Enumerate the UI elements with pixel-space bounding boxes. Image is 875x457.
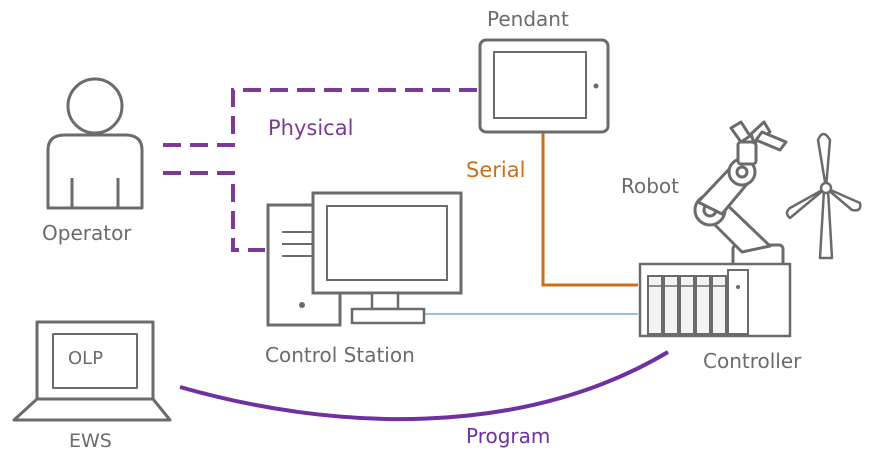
serial-label: Serial — [466, 158, 526, 182]
ews-label: EWS — [69, 430, 112, 452]
pendant-icon — [478, 38, 610, 134]
olp-label: OLP — [68, 348, 104, 369]
program-link — [179, 350, 670, 422]
program-label: Program — [466, 424, 551, 448]
operator-label: Operator — [42, 221, 132, 245]
ews-laptop-icon — [12, 320, 172, 422]
robot-arm-icon — [693, 120, 788, 273]
controller-label: Controller — [703, 349, 802, 373]
physical-link-to-pendant — [163, 88, 480, 147]
controller-icon — [638, 262, 792, 338]
serial-link — [541, 133, 638, 287]
operator-icon — [46, 77, 144, 210]
robot-label: Robot — [621, 174, 680, 198]
control-station-icon — [266, 191, 463, 327]
control-station-label: Control Station — [265, 343, 415, 367]
pendant-label: Pendant — [487, 7, 569, 31]
physical-link-to-control-station — [163, 171, 265, 252]
physical-label: Physical — [268, 116, 354, 140]
wind-turbine-icon — [785, 132, 862, 260]
